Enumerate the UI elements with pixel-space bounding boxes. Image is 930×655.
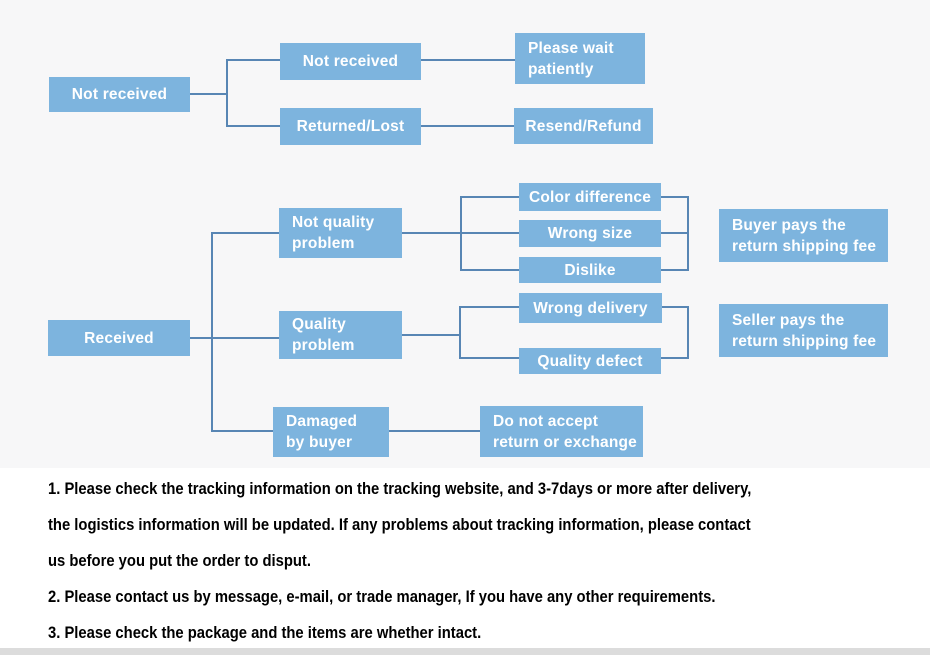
note-line: 2. Please contact us by message, e-mail,… [48,587,716,606]
connector-branch-damaged [211,430,273,432]
node-resend-refund: Resend/Refund [514,108,653,144]
connector-bracket-left-quality [459,306,461,359]
bottom-gray-strip [0,648,930,655]
connector-branch-not-quality [211,232,279,234]
connector-branch-not-received [226,59,280,61]
connector-bracket-left-not-quality [460,196,462,271]
node-buyer-pays-return-fee: Buyer pays the return shipping fee [719,209,888,262]
connector-branch-returned-lost [226,125,280,127]
node-not-received-root: Not received [49,77,190,112]
connector-color-difference-out [661,196,689,198]
node-please-wait-patiently: Please wait patiently [515,33,645,84]
node-do-not-accept-return: Do not accept return or exchange [480,406,643,457]
connector-damaged-to-do-not-accept [389,430,480,432]
connector-wrong-delivery-out [662,306,689,308]
connector-to-resend-refund [421,125,514,127]
node-not-quality-problem: Not quality problem [279,208,402,258]
connector-to-color-difference [460,196,519,198]
note-line: 1. Please check the tracking information… [48,479,752,498]
connector-to-dislike [460,269,519,271]
connector-not-received-stub [190,93,227,95]
connector-bracket-right-seller [687,306,689,359]
note-line: the logistics information will be update… [48,515,751,534]
node-not-received-child: Not received [280,43,421,80]
node-dislike: Dislike [519,257,661,283]
connector-wrong-size-out [661,232,689,234]
node-received-root: Received [48,320,190,356]
connector-bracket-right-buyer [687,196,689,271]
connector-not-received-trunk [226,59,228,127]
node-wrong-size: Wrong size [519,220,661,247]
note-line: us before you put the order to disput. [48,551,311,570]
connector-to-please-wait [421,59,515,61]
connector-quality-defect-out [661,357,689,359]
connector-received-stub [190,337,279,339]
node-color-difference: Color difference [519,183,661,211]
node-quality-defect: Quality defect [519,348,661,374]
node-quality-problem: Quality problem [279,311,402,359]
policy-notes: 1. Please check the tracking information… [48,471,918,651]
connector-to-quality-defect [459,357,519,359]
node-seller-pays-return-fee: Seller pays the return shipping fee [719,304,888,357]
node-returned-lost: Returned/Lost [280,108,421,145]
connector-received-trunk [211,232,213,432]
connector-to-wrong-delivery [459,306,519,308]
node-damaged-by-buyer: Damaged by buyer [273,407,389,457]
flowchart-canvas: Not received Not received Returned/Lost … [48,33,888,457]
connector-dislike-out [661,269,689,271]
connector-quality-problem-out [402,334,461,336]
note-line: 3. Please check the package and the item… [48,623,482,642]
node-wrong-delivery: Wrong delivery [519,293,662,323]
